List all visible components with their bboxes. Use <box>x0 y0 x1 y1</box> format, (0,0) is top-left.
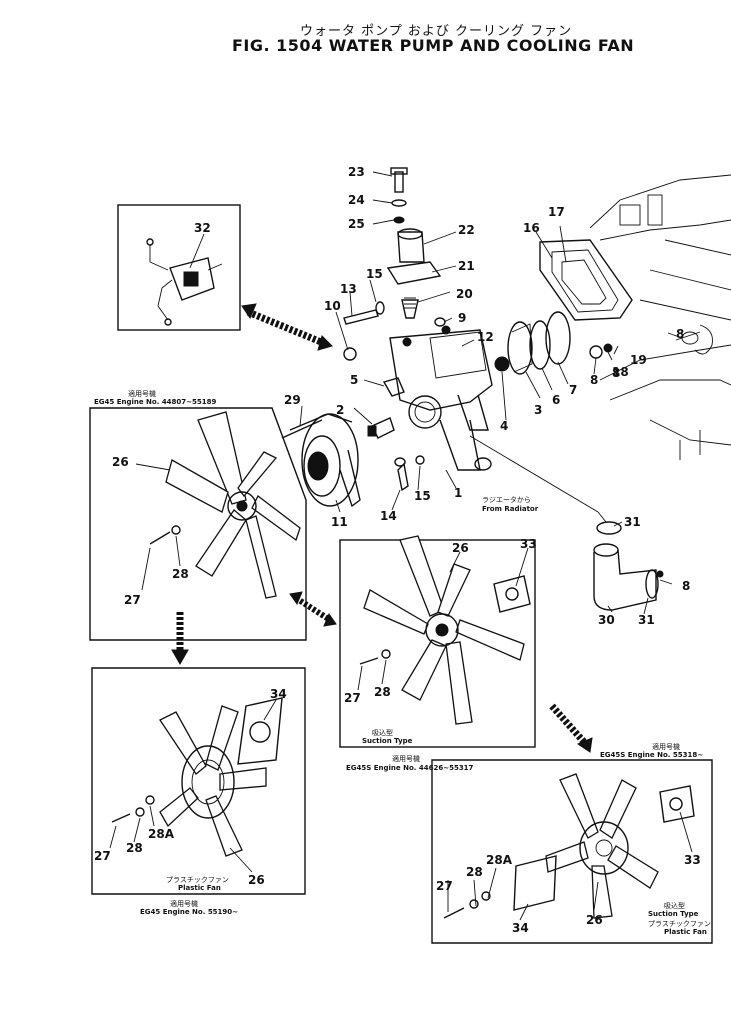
callout-6: 6 <box>552 393 560 407</box>
callout-8-engine: 8 <box>676 327 684 341</box>
engine-block <box>589 174 731 460</box>
callout-28A-c: 28A <box>148 827 175 841</box>
thermostat-gasket-plate <box>539 239 633 321</box>
callout-25: 25 <box>348 217 365 231</box>
note-panel-c-jp1: プラスチックファン <box>166 876 229 884</box>
note-panel-d-jp3: プラスチックファン <box>648 920 711 928</box>
note-panel-b-en2: EG45S Engine No. 44626~55317 <box>346 764 474 772</box>
note-radiator-en: From Radiator <box>482 505 539 513</box>
callout-34-d: 34 <box>512 921 529 935</box>
callout-19: 19 <box>630 353 647 367</box>
callout-26-a: 26 <box>112 455 129 469</box>
note-panel-b-jp1: 吸込型 <box>372 728 393 737</box>
callout-7: 7 <box>569 383 577 397</box>
callout-3: 3 <box>534 403 542 417</box>
callout-30: 30 <box>598 613 615 627</box>
note-panel-d-en1: EG45S Engine No. 55318~ <box>600 751 703 759</box>
arrow-panel-a-to-b <box>289 591 337 627</box>
callout-9: 9 <box>458 311 466 325</box>
note-panel-d-jp2: 吸込型 <box>664 901 685 910</box>
callout-8-elbow: 8 <box>682 579 690 593</box>
callout-26-c: 26 <box>248 873 265 887</box>
callout-23: 23 <box>348 165 365 179</box>
note-panel-b-en1: Suction Type <box>362 737 413 745</box>
fan-panel-a-frame <box>89 407 307 641</box>
fan-panel-d-frame <box>431 759 713 944</box>
callout-14: 14 <box>380 509 397 523</box>
callout-17: 17 <box>548 205 565 219</box>
arrow-relay-to-pump <box>241 303 333 351</box>
callout-13: 13 <box>340 282 357 296</box>
note-radiator-jp: ラジエータから <box>482 495 531 504</box>
callout-33-b: 33 <box>520 537 537 551</box>
callout-4: 4 <box>500 419 508 433</box>
callout-8-pump: 8 <box>590 373 598 387</box>
fan-panel-b-frame <box>339 539 536 748</box>
callout-26-b: 26 <box>452 541 469 555</box>
callout-18: 18 <box>612 365 629 379</box>
callout-16: 16 <box>523 221 540 235</box>
callout-28-b: 28 <box>374 685 391 699</box>
note-panel-d-jp1: 適用号機 <box>652 742 680 751</box>
callout-33-d: 33 <box>684 853 701 867</box>
callout-24: 24 <box>348 193 365 207</box>
callout-31-bottom: 31 <box>638 613 655 627</box>
callout-27-c: 27 <box>94 849 111 863</box>
relay-part <box>146 238 223 326</box>
callout-28-a: 28 <box>172 567 189 581</box>
relay-inset-frame <box>117 204 241 331</box>
fan-pulley-and-belt <box>281 413 361 508</box>
fan-panel-c-frame <box>91 667 306 895</box>
fan-a <box>149 411 301 599</box>
elbow-hose <box>593 521 664 611</box>
callout-29: 29 <box>284 393 301 407</box>
callout-26-d: 26 <box>586 913 603 927</box>
callout-8-mid: 8 <box>612 366 620 380</box>
callout-5: 5 <box>350 373 358 387</box>
callout-15-bottom: 15 <box>414 489 431 503</box>
callout-28A-d: 28A <box>486 853 513 867</box>
callout-12: 12 <box>477 330 494 344</box>
note-panel-a-jp: 適用号機 <box>128 389 156 398</box>
callout-31-top: 31 <box>624 515 641 529</box>
note-panel-c-en2: EG45 Engine No. 55190~ <box>140 908 238 916</box>
leader-lines <box>109 171 693 921</box>
callout-32: 32 <box>194 221 211 235</box>
note-panel-b-jp2: 適用号機 <box>392 754 420 763</box>
callout-34-c: 34 <box>270 687 287 701</box>
callout-27-d: 27 <box>436 879 453 893</box>
callout-21: 21 <box>458 259 475 273</box>
callout-27-a: 27 <box>124 593 141 607</box>
callout-22: 22 <box>458 223 475 237</box>
callout-20: 20 <box>456 287 473 301</box>
water-pump-assembly <box>343 167 701 523</box>
note-panel-d-en3: Plastic Fan <box>664 928 707 936</box>
arrow-panel-a-to-c <box>171 612 189 666</box>
arrow-panel-b-to-d <box>549 703 593 753</box>
fan-c <box>111 697 283 857</box>
callout-15-top: 15 <box>366 267 383 281</box>
callout-1: 1 <box>454 486 462 500</box>
callout-10: 10 <box>324 299 341 313</box>
title-english: FIG. 1504 WATER PUMP AND COOLING FAN <box>232 36 635 55</box>
note-panel-d-en2: Suction Type <box>648 910 699 918</box>
callout-27-b: 27 <box>344 691 361 705</box>
title-japanese: ウォータ ポンプ および クーリング ファン <box>300 24 573 39</box>
callout-28-d: 28 <box>466 865 483 879</box>
callout-28-c: 28 <box>126 841 143 855</box>
fan-b <box>359 535 531 725</box>
note-panel-c-en1: Plastic Fan <box>178 884 221 892</box>
fan-d <box>443 773 695 919</box>
callout-2: 2 <box>336 403 344 417</box>
note-panel-a-en: EG45 Engine No. 44807~55189 <box>94 398 217 406</box>
callout-11: 11 <box>331 515 348 529</box>
note-panel-c-jp2: 適用号機 <box>170 899 198 908</box>
